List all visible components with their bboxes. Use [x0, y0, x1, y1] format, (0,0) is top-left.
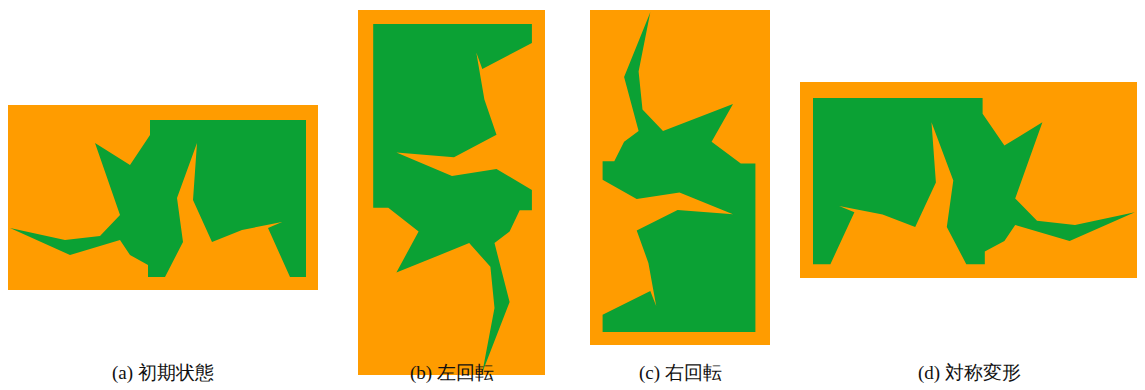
orange-ground — [358, 10, 545, 375]
orange-ground — [590, 10, 770, 345]
green-shape — [10, 120, 306, 277]
transform-panel — [358, 10, 545, 375]
green-shape — [603, 12, 756, 332]
green-shape — [373, 24, 532, 373]
panel-caption: (b) 左回転 — [410, 360, 494, 386]
transform-panel — [590, 10, 770, 345]
transform-panel — [8, 105, 318, 290]
panel-caption: (d) 対称変形 — [918, 360, 1021, 386]
orange-ground — [800, 82, 1137, 278]
transform-panel — [800, 82, 1137, 278]
green-shape — [813, 98, 1135, 264]
panel-caption: (c) 右回転 — [639, 360, 722, 386]
orange-ground — [8, 105, 318, 290]
panel-caption: (a) 初期状態 — [112, 360, 214, 386]
